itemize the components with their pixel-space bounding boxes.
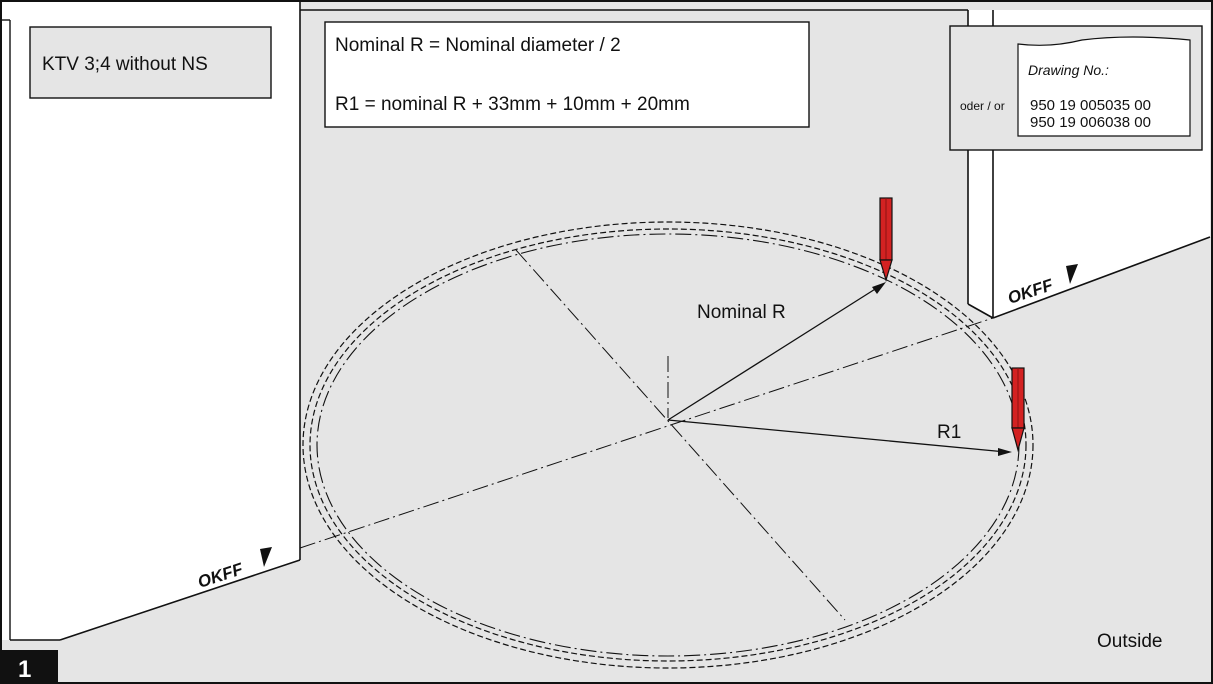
outer-circle-dashed xyxy=(302,221,1034,669)
outside-label: Outside xyxy=(1097,631,1162,652)
pencil-r1 xyxy=(1011,367,1025,453)
radius-arrows xyxy=(667,282,1012,456)
center-lines xyxy=(299,249,994,621)
nominal-radius-line xyxy=(667,285,881,421)
paper-note xyxy=(1017,36,1191,137)
nominal-r-label: Nominal R xyxy=(697,302,786,323)
drawing-title: Drawing No.: xyxy=(1028,62,1109,78)
r1-circle-dashed xyxy=(309,228,1027,662)
pencil-nominal xyxy=(879,197,893,283)
label-box-text: KTV 3;4 without NS xyxy=(42,54,208,75)
r1-radius-arrowhead xyxy=(998,448,1012,456)
drawing-number-tag: Drawing No.: oder / or 950 19 005035 00 … xyxy=(949,25,1203,151)
okff-arrow-left xyxy=(260,547,272,567)
drawing-number-1: 950 19 005035 00 xyxy=(1030,97,1151,114)
center-line-diagonal-2 xyxy=(515,249,846,621)
r1-radius-line xyxy=(667,419,1007,453)
figure-number-badge: 1 xyxy=(2,650,58,683)
nominal-radius-arrowhead xyxy=(872,282,886,294)
label-box: KTV 3;4 without NS xyxy=(29,26,272,99)
formula-box: Nominal R = Nominal diameter / 2 R1 = no… xyxy=(324,21,810,128)
left-wall xyxy=(2,2,301,641)
r1-label: R1 xyxy=(937,422,961,443)
drawing-number-2: 950 19 006038 00 xyxy=(1030,114,1151,131)
drawing-prefix: oder / or xyxy=(960,99,1005,113)
center-line-diagonal-1 xyxy=(299,317,994,549)
okff-arrow-right xyxy=(1066,264,1078,284)
formula-line-1: Nominal R = Nominal diameter / 2 xyxy=(335,35,621,56)
figure-number: 1 xyxy=(18,656,31,683)
formula-line-2: R1 = nominal R + 33mm + 10mm + 20mm xyxy=(335,94,690,115)
